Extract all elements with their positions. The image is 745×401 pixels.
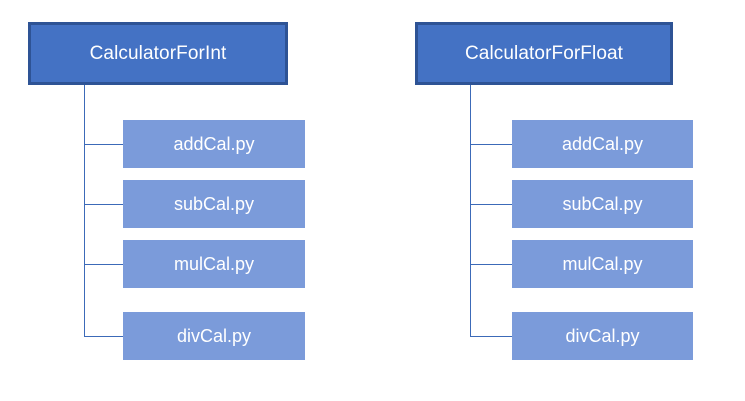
connector-trunk-calculator-for-float xyxy=(470,85,471,336)
connector-branch-calculator-for-float-1 xyxy=(470,204,512,205)
child-node-calculator-for-float-3[interactable]: divCal.py xyxy=(512,312,693,360)
child-node-label: divCal.py xyxy=(176,326,252,346)
child-node-label: mulCal.py xyxy=(562,254,643,274)
child-node-label: subCal.py xyxy=(173,194,255,214)
root-node-label: CalculatorForInt xyxy=(89,43,227,64)
child-node-label: addCal.py xyxy=(173,134,255,154)
child-node-calculator-for-int-3[interactable]: divCal.py xyxy=(123,312,305,360)
child-node-label: divCal.py xyxy=(565,326,640,346)
child-node-calculator-for-int-1[interactable]: subCal.py xyxy=(123,180,305,228)
connector-branch-calculator-for-int-1 xyxy=(84,204,123,205)
root-node-calculator-for-float[interactable]: CalculatorForFloat xyxy=(415,22,673,85)
connector-branch-calculator-for-int-3 xyxy=(84,336,123,337)
child-node-label: addCal.py xyxy=(561,134,644,154)
child-node-label: mulCal.py xyxy=(173,254,255,274)
child-node-calculator-for-int-0[interactable]: addCal.py xyxy=(123,120,305,168)
child-node-calculator-for-int-2[interactable]: mulCal.py xyxy=(123,240,305,288)
child-node-calculator-for-float-1[interactable]: subCal.py xyxy=(512,180,693,228)
root-node-calculator-for-int[interactable]: CalculatorForInt xyxy=(28,22,288,85)
connector-branch-calculator-for-int-2 xyxy=(84,264,123,265)
connector-branch-calculator-for-int-0 xyxy=(84,144,123,145)
connector-branch-calculator-for-float-3 xyxy=(470,336,512,337)
root-node-label: CalculatorForFloat xyxy=(464,43,624,64)
child-node-calculator-for-float-0[interactable]: addCal.py xyxy=(512,120,693,168)
child-node-calculator-for-float-2[interactable]: mulCal.py xyxy=(512,240,693,288)
connector-branch-calculator-for-float-0 xyxy=(470,144,512,145)
child-node-label: subCal.py xyxy=(562,194,643,214)
connector-branch-calculator-for-float-2 xyxy=(470,264,512,265)
connector-trunk-calculator-for-int xyxy=(84,85,85,336)
